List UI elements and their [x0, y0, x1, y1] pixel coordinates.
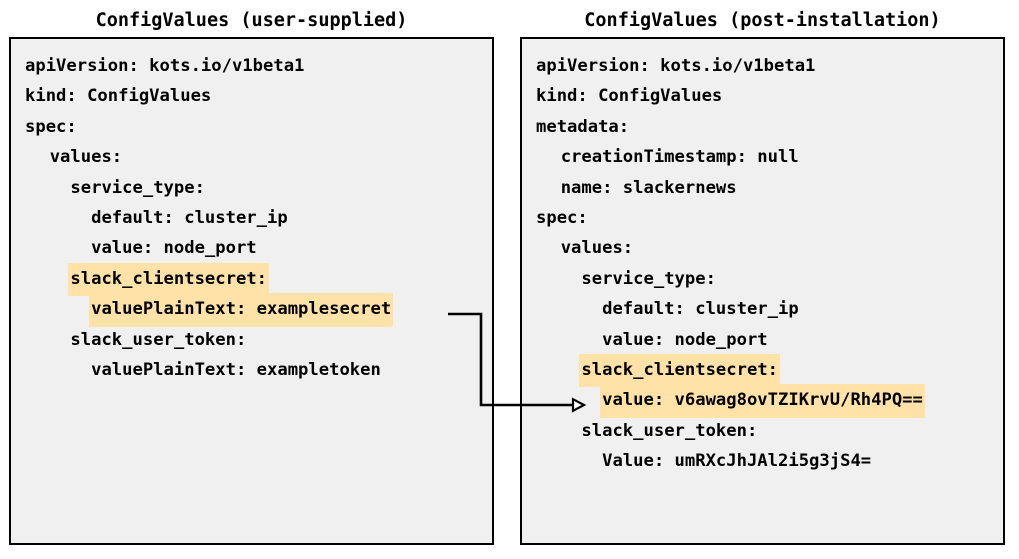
yaml-line-text-highlighted: slack_clientsecret:	[579, 353, 781, 388]
yaml-line: slack_clientsecret:	[522, 353, 1003, 388]
yaml-line-indent	[534, 232, 559, 265]
configvalues-user-supplied-panel: apiVersion: kots.io/v1beta1 kind: ConfigV…	[9, 37, 494, 545]
yaml-code-block-user-supplied: apiVersion: kots.io/v1beta1 kind: ConfigV…	[11, 50, 492, 384]
yaml-line: service_type:	[11, 172, 492, 202]
yaml-line: valuePlainText: exampletoken	[11, 354, 492, 384]
yaml-line: name: slackernews	[522, 172, 1003, 202]
panel-title-post-installation: ConfigValues (post-installation)	[584, 10, 941, 31]
yaml-line-indent	[23, 172, 68, 205]
yaml-line-indent	[23, 141, 48, 174]
yaml-line: kind: ConfigValues	[11, 80, 492, 110]
yaml-line-text: name: slackernews	[560, 177, 737, 198]
yaml-line: values:	[522, 232, 1003, 262]
yaml-line-text: service_type:	[70, 177, 205, 198]
yaml-line-indent	[534, 445, 600, 478]
yaml-line-text: values:	[49, 147, 123, 168]
yaml-line: value: node_port	[11, 232, 492, 262]
panel-title-user-supplied: ConfigValues (user-supplied)	[95, 10, 408, 31]
yaml-line-text: service_type:	[581, 268, 716, 289]
yaml-line-text: spec:	[25, 116, 77, 137]
yaml-line-indent	[23, 293, 89, 326]
yaml-line-text: spec:	[536, 207, 588, 228]
yaml-line: spec:	[11, 111, 492, 141]
yaml-line-text: metadata:	[536, 116, 630, 137]
yaml-line-text: default: cluster_ip	[91, 207, 288, 228]
yaml-line-indent	[534, 293, 600, 326]
yaml-line: slack_user_token:	[11, 324, 492, 354]
yaml-line: creationTimestamp: null	[522, 141, 1003, 171]
yaml-line-indent	[534, 354, 579, 387]
yaml-line-indent	[23, 202, 89, 235]
yaml-line-indent	[534, 172, 559, 205]
yaml-line-indent	[534, 263, 579, 296]
yaml-line: slack_clientsecret:	[11, 262, 492, 297]
yaml-line-indent	[534, 324, 600, 357]
yaml-line-text: value: node_port	[91, 238, 257, 259]
yaml-line-indent	[23, 324, 68, 357]
yaml-line: kind: ConfigValues	[522, 80, 1003, 110]
yaml-line: slack_user_token:	[522, 415, 1003, 445]
yaml-line-text-highlighted: valuePlainText: examplesecret	[89, 293, 394, 327]
yaml-line-text: kind: ConfigValues	[25, 86, 212, 107]
yaml-line-text: Value: umRXcJhJAl2i5g3jS4=	[602, 451, 872, 472]
configvalues-post-installation-panel: apiVersion: kots.io/v1beta1 kind: ConfigV…	[520, 37, 1005, 545]
yaml-line: service_type:	[522, 263, 1003, 293]
yaml-line: apiVersion: kots.io/v1beta1	[11, 50, 492, 80]
yaml-line-indent	[23, 354, 89, 387]
yaml-line-text-highlighted: slack_clientsecret:	[68, 262, 270, 297]
yaml-line-text: kind: ConfigValues	[536, 86, 723, 107]
yaml-line-indent	[23, 232, 89, 265]
yaml-line: default: cluster_ip	[522, 293, 1003, 323]
yaml-line-indent	[534, 141, 559, 174]
yaml-line-text: slack_user_token:	[70, 329, 247, 350]
yaml-line: default: cluster_ip	[11, 202, 492, 232]
yaml-line-text: slack_user_token:	[581, 420, 758, 441]
yaml-line: apiVersion: kots.io/v1beta1	[522, 50, 1003, 80]
yaml-code-block-post-installation: apiVersion: kots.io/v1beta1 kind: ConfigV…	[522, 50, 1003, 475]
yaml-line-text: value: node_port	[602, 329, 768, 350]
yaml-line-text: apiVersion: kots.io/v1beta1	[536, 56, 816, 76]
yaml-line: value: node_port	[522, 324, 1003, 354]
yaml-line-indent	[534, 384, 600, 417]
yaml-line-text: apiVersion: kots.io/v1beta1	[25, 56, 305, 76]
yaml-line-text: default: cluster_ip	[602, 299, 799, 320]
yaml-line: value: v6awag8ovTZIKrvU/Rh4PQ==	[522, 384, 1003, 418]
yaml-line: spec:	[522, 202, 1003, 232]
yaml-line: valuePlainText: examplesecret	[11, 293, 492, 327]
yaml-line-indent	[534, 415, 579, 448]
yaml-line-text: values:	[560, 238, 634, 259]
yaml-line: metadata:	[522, 111, 1003, 141]
yaml-line-text-highlighted: value: v6awag8ovTZIKrvU/Rh4PQ==	[600, 384, 925, 418]
yaml-line: Value: umRXcJhJAl2i5g3jS4=	[522, 445, 1003, 475]
yaml-line-text: creationTimestamp: null	[560, 147, 799, 168]
yaml-line-text: valuePlainText: exampletoken	[91, 359, 381, 380]
yaml-line: values:	[11, 141, 492, 171]
yaml-line-indent	[23, 263, 68, 296]
